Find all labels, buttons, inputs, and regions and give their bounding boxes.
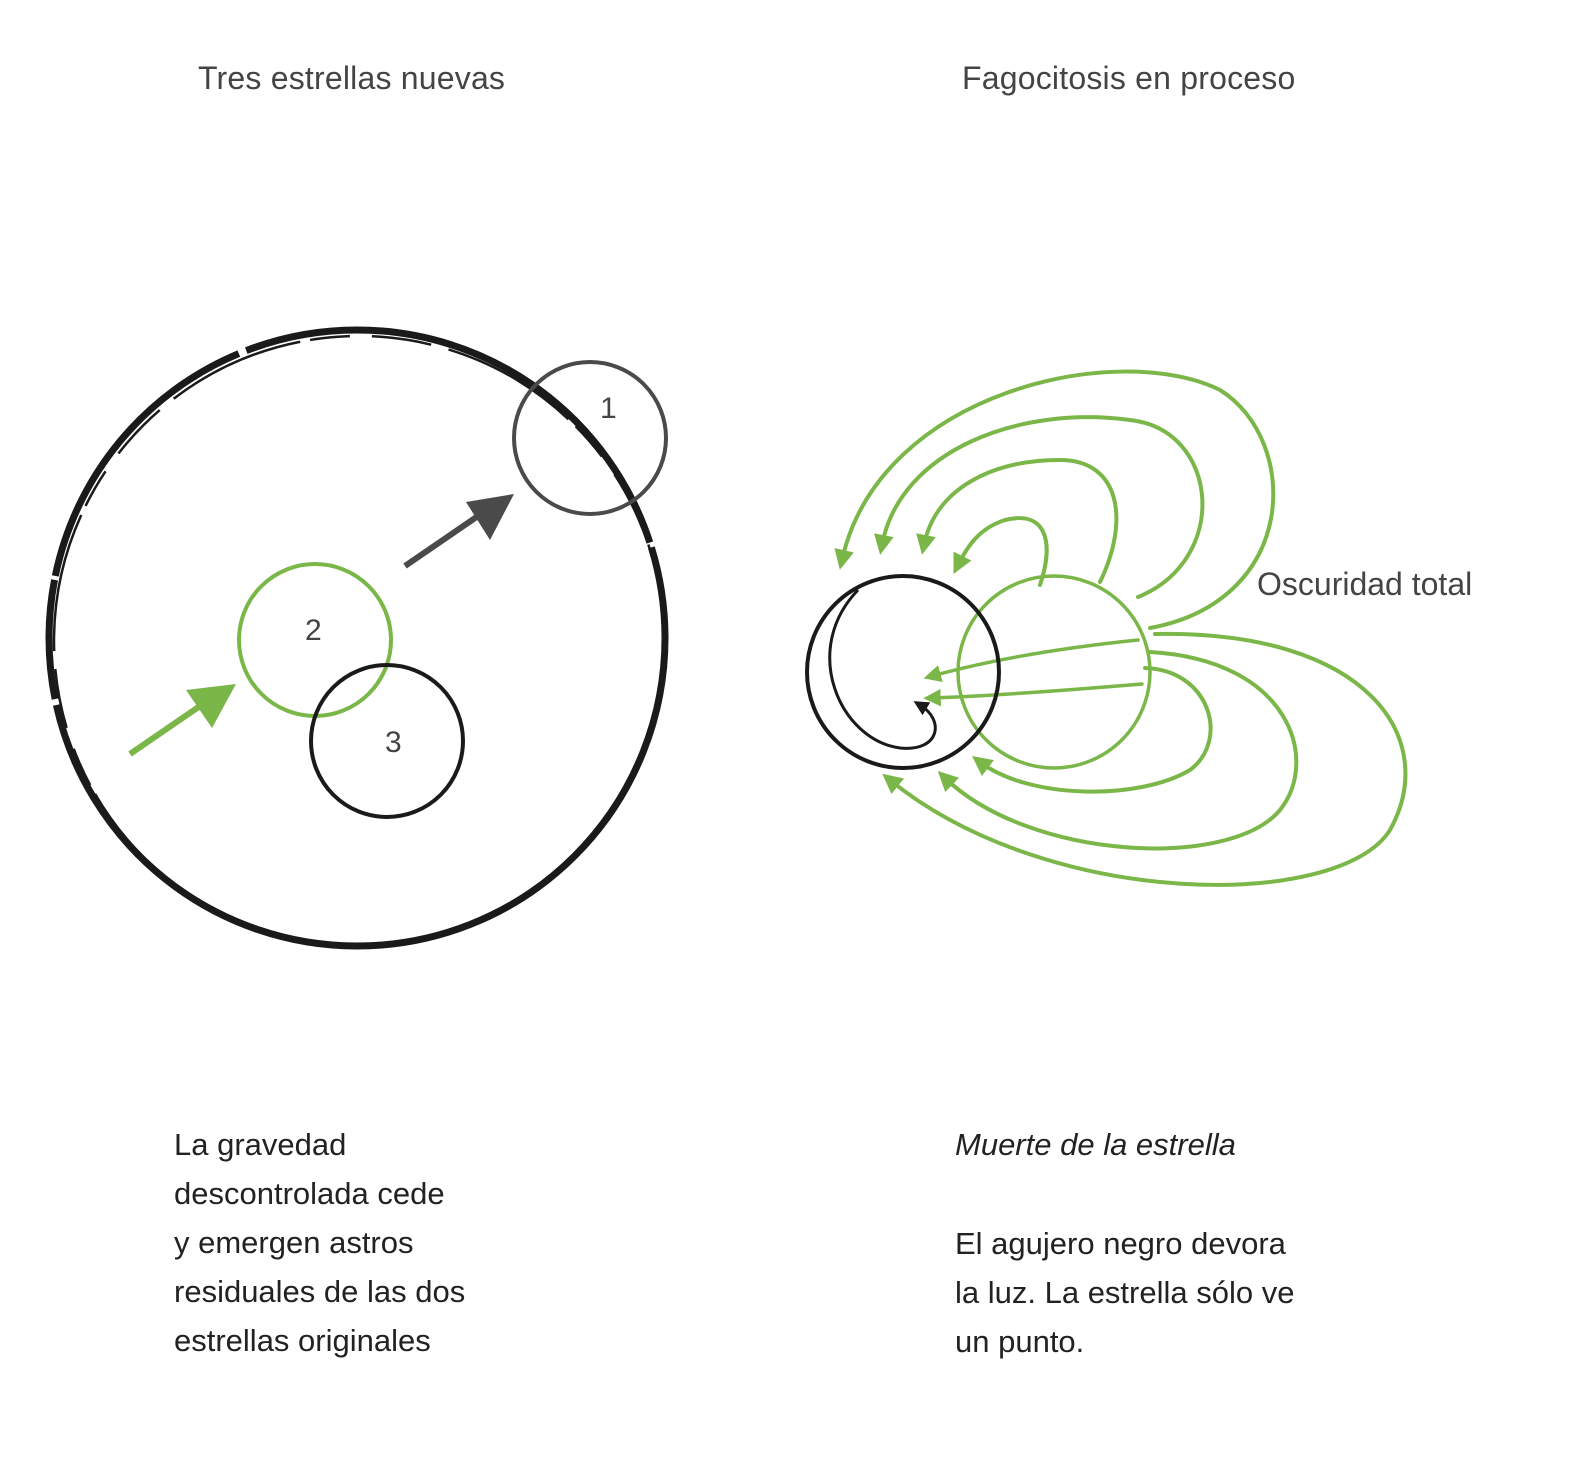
- black-hole-circle: [805, 574, 1001, 770]
- right-caption-line: la luz. La estrella sólo ve: [955, 1275, 1295, 1310]
- star-1-circle: [512, 360, 668, 516]
- left-caption-line: estrellas originales: [174, 1323, 431, 1358]
- left-caption-line: descontrolada cede: [174, 1176, 445, 1211]
- left-caption-line: y emergen astros: [174, 1225, 414, 1260]
- inner-light-streaks: [923, 638, 1144, 707]
- upper-light-loops: [834, 369, 1276, 630]
- original-star-outline-texture: [52, 334, 666, 948]
- green-arrow-icon: [128, 684, 236, 757]
- left-caption-line: residuales de las dos: [174, 1274, 466, 1309]
- lower-light-loops: [882, 631, 1408, 887]
- left-caption-line: La gravedad: [174, 1127, 347, 1162]
- right-caption-heading: Muerte de la estrella: [955, 1127, 1236, 1162]
- right-caption-line: un punto.: [955, 1324, 1085, 1359]
- star-3-label: 3: [385, 726, 402, 759]
- right-panel-title: Fagocitosis en proceso: [962, 60, 1296, 96]
- star-2-label: 2: [305, 614, 322, 647]
- black-hole-spiral: [828, 588, 937, 750]
- gray-arrow-icon: [403, 494, 514, 569]
- left-caption: La gravedad descontrolada cede y emergen…: [174, 1120, 594, 1365]
- left-panel-title: Tres estrellas nuevas: [198, 60, 506, 96]
- star-3-circle: [309, 663, 465, 819]
- right-diagram: [805, 369, 1408, 887]
- darkness-label: Oscuridad total: [1257, 566, 1473, 602]
- star-1-label: 1: [600, 392, 617, 425]
- left-diagram: 1 2 3: [45, 326, 669, 950]
- right-caption-line: El agujero negro devora: [955, 1226, 1286, 1261]
- green-star-circle: [956, 574, 1152, 770]
- right-caption: El agujero negro devora la luz. La estre…: [955, 1219, 1375, 1366]
